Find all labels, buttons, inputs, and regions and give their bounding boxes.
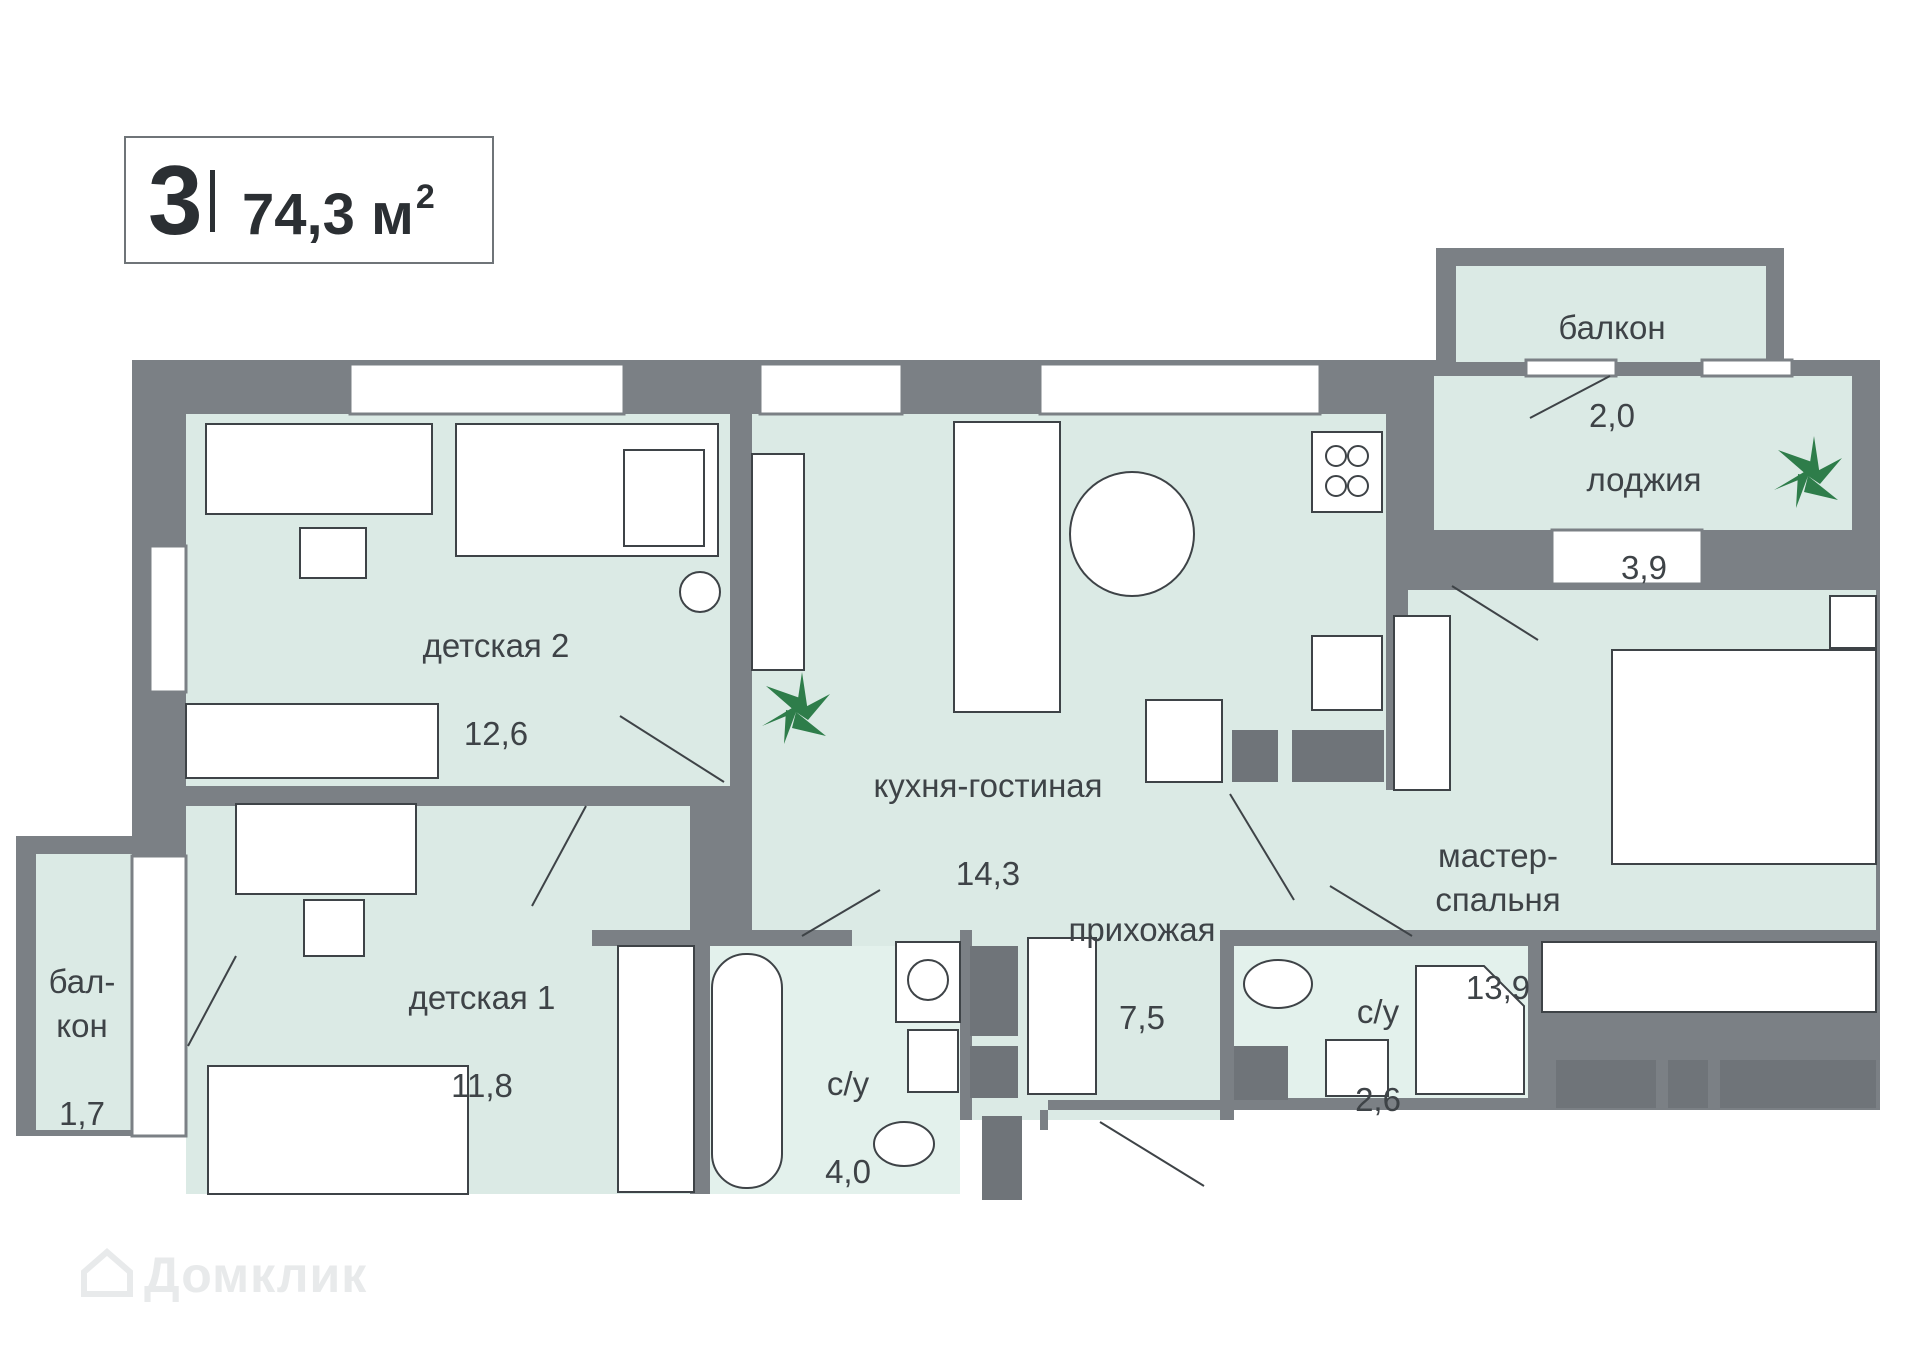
chair-2 [303,899,365,957]
door-swings [187,375,1611,1187]
room-area: 4,0 [825,1153,871,1190]
sink [1311,635,1383,711]
room-area: 12,6 [463,715,529,752]
shower [1415,965,1525,1095]
windows [130,358,1794,1138]
chair [299,527,367,579]
wardrobe [185,703,439,779]
sink-2 [1325,1039,1389,1097]
area-unit-superscript: 2 [415,178,435,216]
furniture [185,421,1877,1195]
cabinet-master [1393,615,1451,791]
room-name: балкон [1558,309,1666,346]
desk [205,423,433,515]
toilet [873,1121,935,1167]
master-wardrobe [1541,941,1877,1013]
house-logo-icon [81,1248,133,1297]
room-label-hall: прихожая 7,5 [1068,864,1215,1084]
watermark-text: Домклик [144,1247,368,1303]
watermark: Домклик [80,1246,367,1304]
room-label-bath1: с/у 4,0 [825,1018,871,1238]
bathtub [711,953,783,1189]
floor-hall-2 [1220,790,1340,940]
room-area: 7,5 [1119,999,1165,1036]
room-name: с/у [826,1065,870,1102]
floor-balcony-top [1456,266,1766,362]
bed [455,423,719,557]
badge-divider [210,170,215,232]
plant-icon [762,436,1842,744]
room-name: детская 1 [408,979,556,1016]
room-area: 2,6 [1355,1081,1401,1118]
room-area: 3,9 [1621,549,1667,586]
room-area: 13,9 [1465,969,1531,1006]
floor-balcony-left [36,854,132,1130]
room-label-bath2: с/у 2,6 [1355,946,1401,1166]
room-name: детская 2 [422,627,570,664]
room-label-master: мастер- спальня 13,9 [1435,790,1560,1054]
toilet-2 [1243,959,1313,1009]
master-bed [1611,649,1877,865]
room-name: бал- кон [48,963,116,1044]
room-label-kitchen: кухня-гостиная 14,3 [873,720,1102,940]
room-name: прихожая [1068,911,1216,948]
room-label-balcony-top: балкон 2,0 [1558,262,1665,482]
room-count: 3 [148,145,203,255]
room-label-loggia: лоджия 3,9 [1587,414,1702,634]
tv-unit [751,453,805,671]
room-area: 14,3 [955,855,1021,892]
room-name: кухня-гостиная [873,767,1103,804]
room-label-kids2: детская 2 12,6 [423,580,570,800]
room-area: 2,0 [1589,397,1635,434]
room-name: лоджия [1586,461,1702,498]
total-area: 74,3 м2 [242,162,435,250]
sofa [953,421,1061,713]
room-name: с/у [1356,993,1400,1030]
table [1069,471,1195,597]
washbasin [907,1029,959,1093]
room-name: мастер- спальня [1435,837,1561,918]
storage-blocks [970,730,1876,1200]
room-label-balcony-left: бал- кон 1,7 [49,916,116,1180]
room-label-kids1: детская 1 11,8 [409,932,556,1152]
bed-2 [207,1065,469,1195]
room-area: 11,8 [451,1067,513,1104]
stove [1311,431,1383,513]
apartment-summary-badge: 3 74,3 м2 [124,136,494,264]
floor-kitchen [752,414,1386,794]
floor-master-2 [1340,790,1430,940]
desk-2 [235,803,417,895]
total-area-value: 74,3 м [242,182,414,247]
wardrobe-2 [617,945,695,1193]
room-area: 1,7 [59,1095,105,1132]
